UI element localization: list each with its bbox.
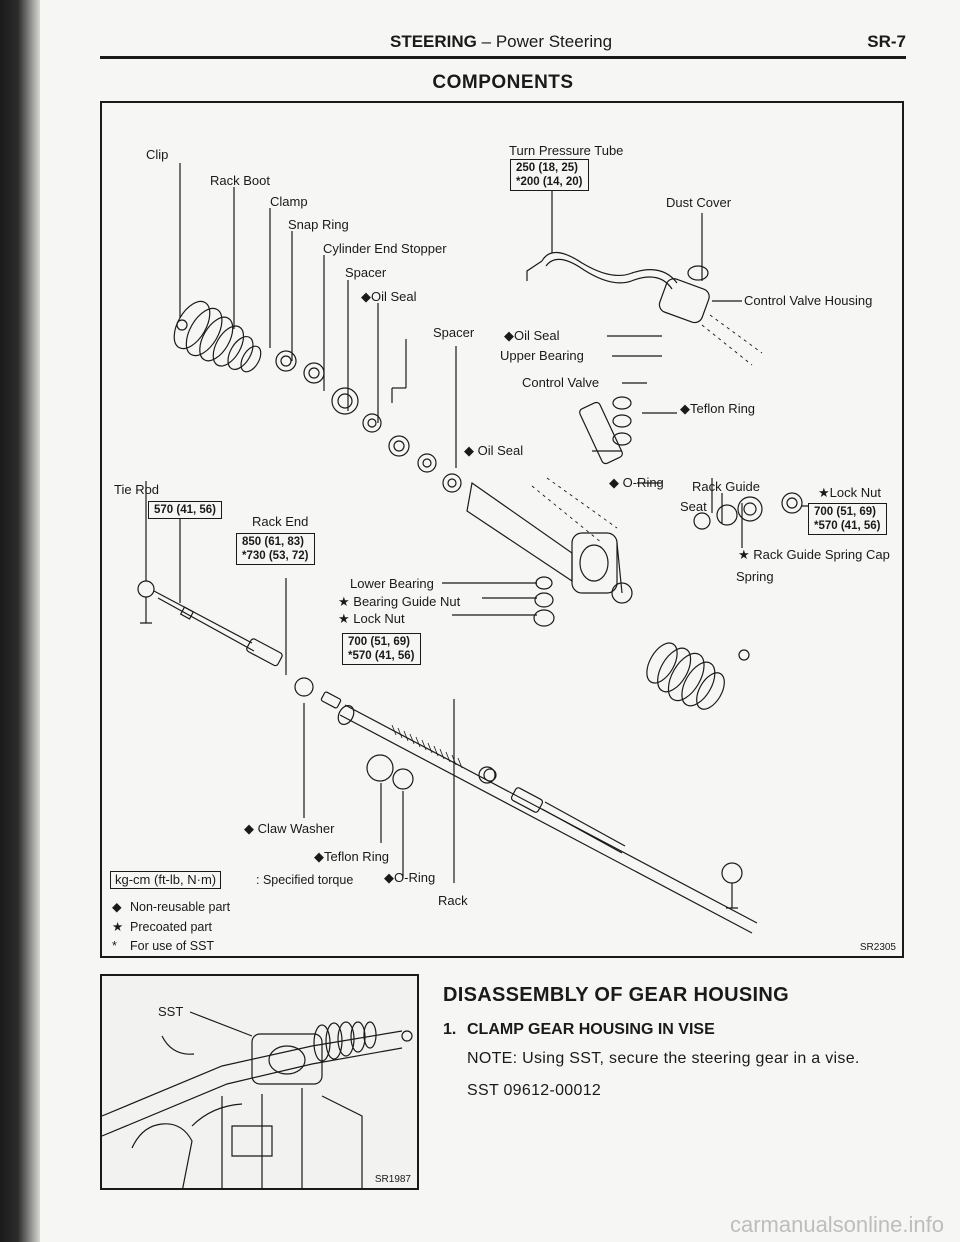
- header-section: STEERING: [390, 32, 477, 51]
- label-spring: Spring: [736, 569, 774, 584]
- label-clip: Clip: [146, 147, 169, 162]
- legend-unit-box: kg-cm (ft-lb, N·m): [110, 871, 222, 889]
- label-control-valve-housing: Control Valve Housing: [744, 293, 873, 308]
- torque-turn-pressure-tube: 250 (18, 25) *200 (14, 20): [510, 159, 589, 191]
- legend-unit-desc: : Specified torque: [256, 873, 354, 887]
- label-rack-guide-spring-cap: ★ Rack Guide Spring Cap: [738, 547, 890, 562]
- header-subsection: Power Steering: [495, 32, 613, 51]
- label-rack-guide: Rack Guide: [692, 479, 760, 494]
- label-cylinder-end-stopper: Cylinder End Stopper: [323, 241, 447, 256]
- asterisk-icon: *: [112, 939, 117, 953]
- label-oil-seal-3: ◆ Oil Seal: [464, 443, 524, 458]
- label-turn-pressure-tube: Turn Pressure Tube: [509, 143, 624, 158]
- label-oil-seal-2: ◆Oil Seal: [504, 328, 560, 343]
- diamond-icon: ◆: [112, 900, 122, 914]
- disassembly-section: DISASSEMBLY OF GEAR HOUSING 1. CLAMP GEAR…: [443, 984, 923, 1103]
- watermark: carmanualsonline.info: [729, 1212, 944, 1237]
- label-tie-rod: Tie Rod: [114, 482, 160, 497]
- label-teflon-ring-2: ◆Teflon Ring: [314, 849, 390, 864]
- step-sst: SST 09612-00012: [467, 1082, 602, 1099]
- label-bearing-guide-nut: ★ Bearing Guide Nut: [338, 594, 461, 609]
- page-header: STEERING – Power Steering SR-7: [100, 30, 906, 54]
- legend-precoated: ★Precoated part: [112, 920, 212, 934]
- torque-tie-rod: 570 (41, 56): [148, 501, 223, 519]
- label-spacer-1: Spacer: [345, 265, 387, 280]
- label-dust-cover: Dust Cover: [666, 195, 732, 210]
- page-binding-shadow: [0, 0, 40, 1242]
- label-clamp: Clamp: [270, 194, 308, 209]
- label-rack-boot: Rack Boot: [210, 173, 270, 188]
- label-teflon-ring-1: ◆Teflon Ring: [680, 401, 756, 416]
- figure-code: SR2305: [859, 942, 896, 953]
- components-figure: Clip Rack Boot Clamp Snap Ring Cylinder …: [100, 101, 904, 958]
- disassembly-title: DISASSEMBLY OF GEAR HOUSING: [443, 984, 789, 1006]
- header-title: STEERING – Power Steering: [390, 32, 612, 52]
- label-claw-washer: ◆ Claw Washer: [244, 821, 335, 836]
- sst-label: SST: [158, 1004, 184, 1019]
- label-lock-nut-1: ★Lock Nut: [818, 485, 881, 500]
- star-icon: ★: [112, 920, 124, 934]
- header-rule: [100, 56, 906, 59]
- page-number: SR-7: [867, 32, 906, 51]
- vise-illustration: SST SR1987: [100, 974, 419, 1190]
- label-control-valve: Control Valve: [522, 375, 600, 390]
- step-1: 1. CLAMP GEAR HOUSING IN VISE: [443, 1021, 923, 1039]
- torque-lock-nut-1: 700 (51, 69) *570 (41, 56): [808, 503, 887, 535]
- label-rack-end: Rack End: [252, 514, 309, 529]
- legend-sst: *For use of SST: [112, 939, 215, 953]
- step-note: NOTE: Using SST, secure the steering gea…: [467, 1050, 860, 1067]
- header-separator: –: [476, 32, 496, 51]
- exploded-view-drawing: [137, 163, 822, 934]
- label-seat: Seat: [680, 499, 707, 514]
- label-rack: Rack: [438, 893, 468, 908]
- vise-drawing: [102, 1011, 413, 1188]
- label-spacer-2: Spacer: [433, 325, 475, 340]
- photo-code: SR1987: [374, 1174, 411, 1185]
- label-lock-nut-2: ★ Lock Nut: [338, 611, 405, 626]
- torque-rack-end: 850 (61, 83) *730 (53, 72): [236, 533, 315, 565]
- label-o-ring-1: ◆ O-Ring: [609, 475, 664, 490]
- label-upper-bearing: Upper Bearing: [500, 348, 584, 363]
- label-snap-ring: Snap Ring: [288, 217, 349, 232]
- torque-lock-nut-2: 700 (51, 69) *570 (41, 56): [342, 633, 421, 665]
- label-oil-seal-1: ◆Oil Seal: [361, 289, 417, 304]
- step-title: CLAMP GEAR HOUSING IN VISE: [467, 1021, 715, 1038]
- label-o-ring-2: ◆O-Ring: [384, 870, 436, 885]
- label-lower-bearing: Lower Bearing: [350, 576, 434, 591]
- legend-non-reusable: ◆Non-reusable part: [112, 900, 231, 914]
- components-title: COMPONENTS: [432, 72, 574, 93]
- step-number: 1.: [443, 1021, 457, 1038]
